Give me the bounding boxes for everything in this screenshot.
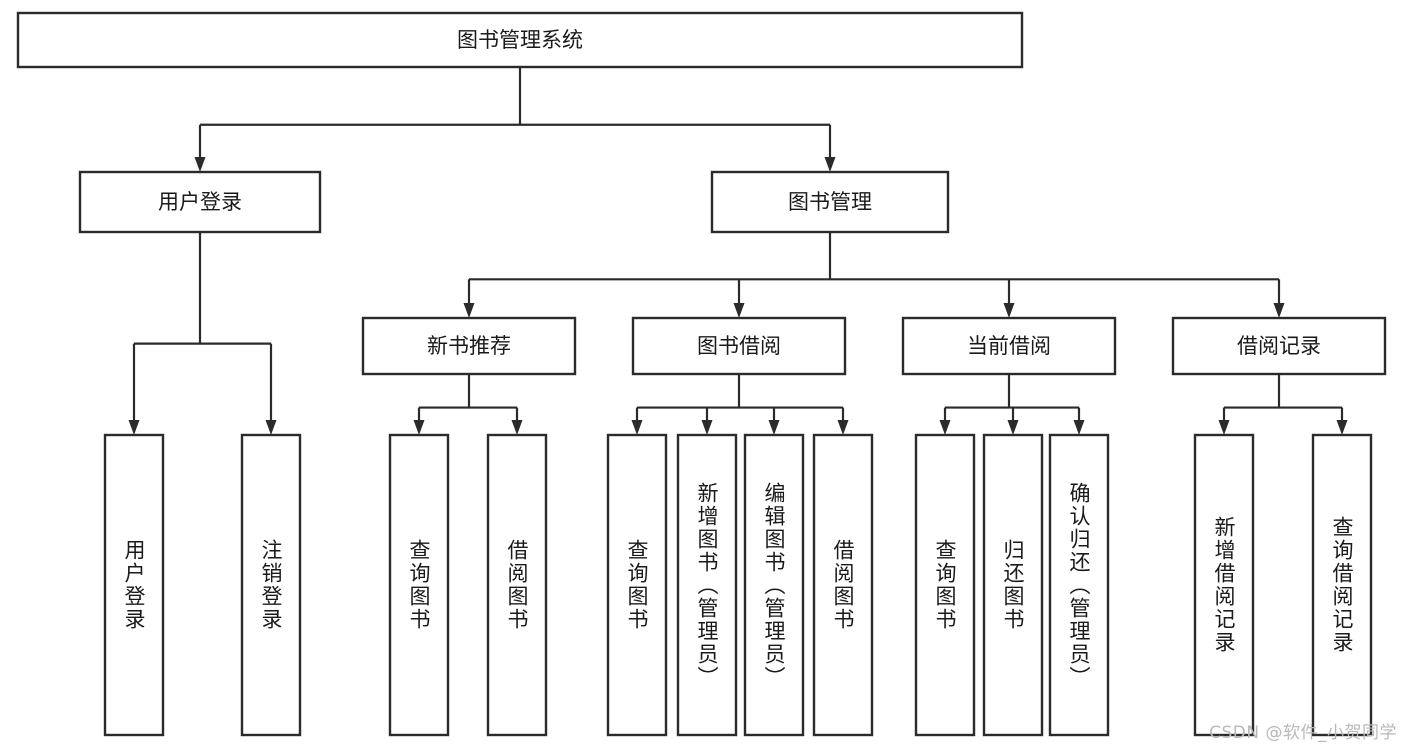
- watermark-text: CSDN @软件_小贺同学: [1209, 723, 1397, 743]
- node-label-root: 图书管理系统: [457, 28, 583, 52]
- node-label-login: 用户登录: [158, 190, 242, 214]
- arrow-head-icon-leaf-nb-query: [413, 420, 425, 435]
- node-box-bookmgmt[interactable]: [710, 170, 950, 234]
- node-box-leaf-user-login[interactable]: [103, 433, 165, 737]
- node-box-leaf-cu-confirm[interactable]: [1048, 433, 1110, 737]
- arrow-head-icon-leaf-cu-confirm: [1073, 420, 1085, 435]
- arrow-head-icon-leaf-user-logout: [265, 420, 277, 435]
- connector-layer: [128, 67, 1348, 435]
- arrow-head-icon-leaf-bw-query: [631, 420, 643, 435]
- node-box-current[interactable]: [901, 316, 1117, 376]
- node-box-root[interactable]: [16, 11, 1024, 69]
- arrow-head-icon-leaf-cu-return: [1007, 420, 1019, 435]
- arrow-head-icon-leaf-bw-add: [701, 420, 713, 435]
- node-box-leaf-bw-borrow[interactable]: [812, 433, 874, 737]
- node-box-leaf-rc-add[interactable]: [1193, 433, 1255, 737]
- node-label-newbook: 新书推荐: [427, 334, 511, 358]
- node-box-leaf-cu-query[interactable]: [914, 433, 976, 737]
- node-box-leaf-nb-borrow[interactable]: [486, 433, 548, 737]
- node-box-newbook[interactable]: [361, 316, 577, 376]
- node-label-current: 当前借阅: [967, 334, 1051, 358]
- arrow-head-icon-records: [1273, 303, 1285, 318]
- arrow-head-icon-leaf-rc-add: [1218, 420, 1230, 435]
- arrow-head-icon-leaf-cu-query: [939, 420, 951, 435]
- arrow-head-icon-bookmgmt: [824, 157, 836, 172]
- arrow-head-icon-leaf-rc-query: [1336, 420, 1348, 435]
- node-layer: [16, 11, 1387, 737]
- node-box-leaf-bw-edit[interactable]: [743, 433, 805, 737]
- arrow-head-icon-newbook: [463, 303, 475, 318]
- arrow-head-icon-current: [1003, 303, 1015, 318]
- node-box-leaf-cu-return[interactable]: [982, 433, 1044, 737]
- node-box-leaf-user-logout[interactable]: [240, 433, 302, 737]
- arrow-head-icon-leaf-user-login: [128, 420, 140, 435]
- arrow-head-icon-leaf-bw-edit: [768, 420, 780, 435]
- node-label-records: 借阅记录: [1237, 334, 1321, 358]
- node-box-leaf-bw-query[interactable]: [606, 433, 668, 737]
- node-box-borrow[interactable]: [631, 316, 847, 376]
- node-box-login[interactable]: [78, 170, 322, 234]
- node-box-records[interactable]: [1171, 316, 1387, 376]
- node-label-borrow: 图书借阅: [697, 334, 781, 358]
- arrow-head-icon-leaf-bw-borrow: [837, 420, 849, 435]
- node-box-leaf-rc-query[interactable]: [1311, 433, 1373, 737]
- arrow-head-icon-login: [194, 157, 206, 172]
- arrow-head-icon-borrow: [733, 303, 745, 318]
- node-box-leaf-bw-add[interactable]: [676, 433, 738, 737]
- arrow-head-icon-leaf-nb-borrow: [511, 420, 523, 435]
- node-box-leaf-nb-query[interactable]: [388, 433, 450, 737]
- node-label-bookmgmt: 图书管理: [788, 190, 872, 214]
